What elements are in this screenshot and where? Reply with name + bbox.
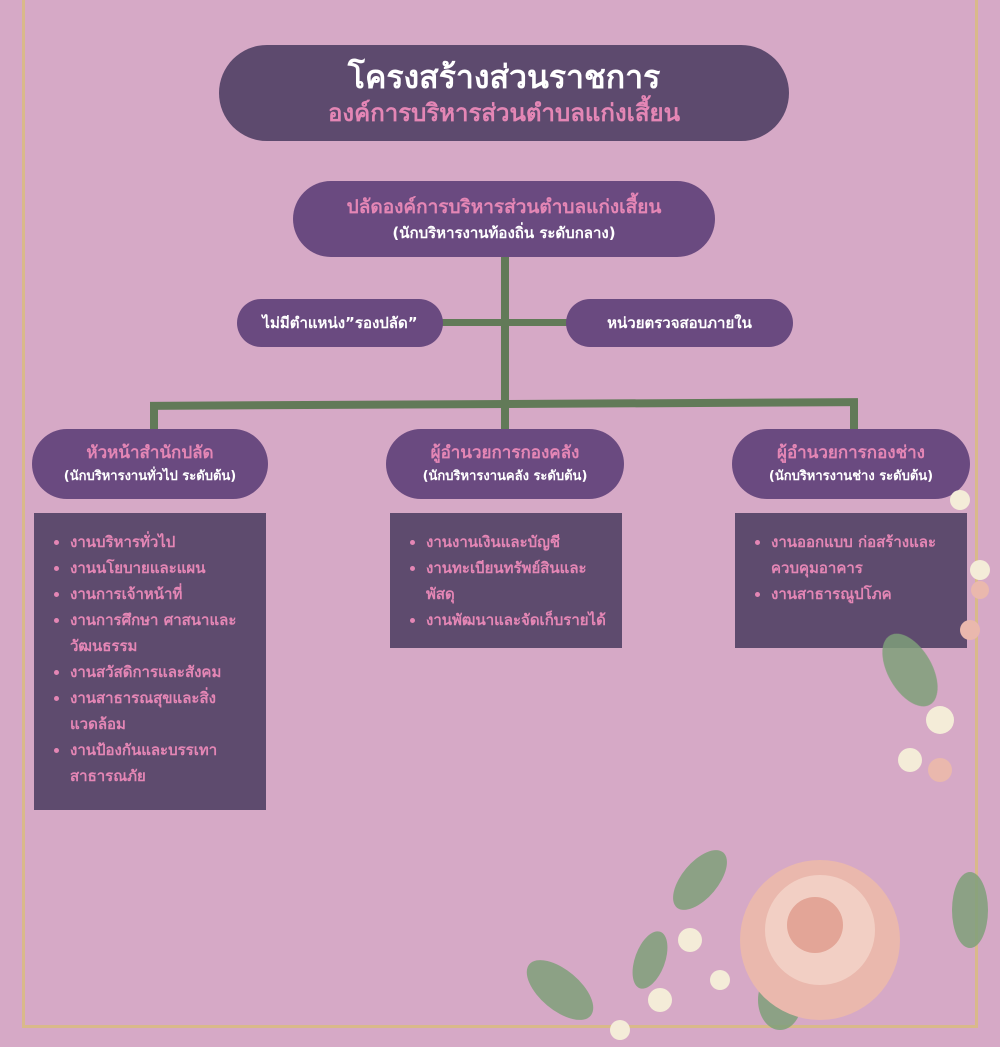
connector-left [150,402,158,432]
dept-task-list: งานบริหารทั่วไป งานนโยบายและแผน งานการเจ… [34,513,266,810]
connector-side [440,319,570,326]
title-sub: องค์การบริหารส่วนตำบลแก่งเสี้ยน [328,99,680,127]
dept-title: ผู้อำนวยการกองคลัง [430,443,580,463]
list-item: งานการศึกษา ศาสนาและวัฒนธรรม [70,607,252,659]
list-item: งานงานเงินและบัญชี [426,529,608,555]
top-node: ปลัดองค์การบริหารส่วนตำบลแก่งเสี้ยน (นัก… [293,181,715,257]
title-main: โครงสร้างส่วนราชการ [347,58,661,96]
list-item: งานบริหารทั่วไป [70,529,252,555]
side-node-left: ไม่มีตำแหน่ง”รองปลัด” [237,299,443,347]
list-item: งานสวัสดิการและสังคม [70,659,252,685]
dept-subtitle: (นักบริหารงานคลัง ระดับต้น) [422,469,588,484]
side-node-left-label: ไม่มีตำแหน่ง”รองปลัด” [262,314,418,332]
dept-node: ผู้อำนวยการกองช่าง (นักบริหารงานช่าง ระด… [732,429,970,499]
title-banner: โครงสร้างส่วนราชการ องค์การบริหารส่วนตำบ… [219,45,789,141]
dept-title: หัวหน้าสำนักปลัด [86,443,214,463]
dept-node: หัวหน้าสำนักปลัด (นักบริหารงานทั่วไป ระด… [32,429,268,499]
decorative-frame [22,0,978,1028]
dept-node: ผู้อำนวยการกองคลัง (นักบริหารงานคลัง ระด… [386,429,624,499]
dept-task-list: งานงานเงินและบัญชี งานทะเบียนทรัพย์สินแล… [390,513,622,648]
list-item: งานป้องกันและบรรเทาสาธารณภัย [70,737,252,789]
list-item: งานการเจ้าหน้าที่ [70,581,252,607]
side-node-right-label: หน่วยตรวจสอบภายใน [607,314,752,332]
flower-decoration [526,490,990,1040]
connector-right [850,400,858,432]
list-item: งานสาธารณสุขและสิ่งแวดล้อม [70,685,252,737]
list-item: งานออกแบบ ก่อสร้างและควบคุมอาคาร [771,529,953,581]
side-node-right: หน่วยตรวจสอบภายใน [566,299,793,347]
connector-vertical-main [501,255,509,430]
dept-task-list: งานออกแบบ ก่อสร้างและควบคุมอาคาร งานสาธา… [735,513,967,648]
top-node-title: ปลัดองค์การบริหารส่วนตำบลแก่งเสี้ยน [346,196,662,218]
list-item: งานพัฒนาและจัดเก็บรายได้ [426,607,608,633]
list-item: งานนโยบายและแผน [70,555,252,581]
dept-subtitle: (นักบริหารงานทั่วไป ระดับต้น) [63,469,237,484]
dept-title: ผู้อำนวยการกองช่าง [776,443,925,463]
top-node-subtitle: (นักบริหารงานท้องถิ่น ระดับกลาง) [392,224,616,242]
list-item: งานทะเบียนทรัพย์สินและพัสดุ [426,555,608,607]
list-item: งานสาธารณูปโภค [771,581,953,607]
dept-subtitle: (นักบริหารงานช่าง ระดับต้น) [768,469,934,484]
